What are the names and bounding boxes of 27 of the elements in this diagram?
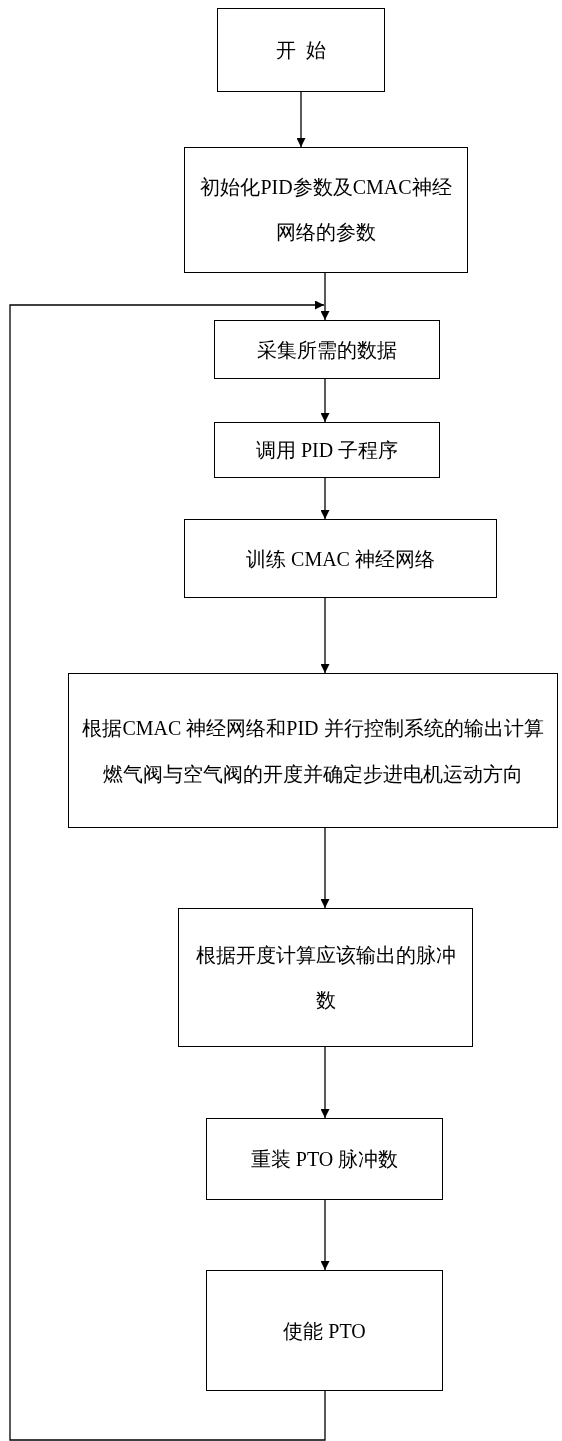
step-text: 重装 PTO 脉冲数 (250, 1147, 399, 1171)
step-text: 初始化PID参数及CMAC神经网络的参数 (199, 175, 453, 245)
arrow (320, 477, 330, 520)
arrow (320, 1046, 330, 1119)
arrow (320, 1199, 330, 1271)
step-text: 根据CMAC 神经网络和PID 并行控制系统的输出计算燃气阀与空气阀的开度并确定步进电机运动方向 (81, 715, 545, 787)
arrow (320, 597, 330, 674)
process-box (217, 8, 385, 92)
process-box (206, 1270, 443, 1391)
step-text: 根据开度计算应该输出的脉冲数 (194, 942, 457, 1013)
step-text: 训练 CMAC 神经网络 (246, 546, 435, 571)
process-box (184, 519, 497, 598)
step-text: 开 始 (276, 38, 326, 62)
arrow (320, 272, 330, 321)
process-box (68, 673, 558, 828)
arrow (296, 91, 306, 148)
step-text: 采集所需的数据 (257, 337, 397, 362)
process-box (214, 320, 440, 379)
arrow (320, 827, 330, 909)
process-box (206, 1118, 443, 1200)
arrow (320, 378, 330, 423)
step-text: 使能 PTO (283, 1318, 366, 1343)
process-box (184, 147, 468, 273)
process-box (214, 422, 440, 478)
process-box (178, 908, 473, 1047)
step-text: 调用 PID 子程序 (255, 438, 399, 462)
loop-arrow (9, 300, 326, 1441)
